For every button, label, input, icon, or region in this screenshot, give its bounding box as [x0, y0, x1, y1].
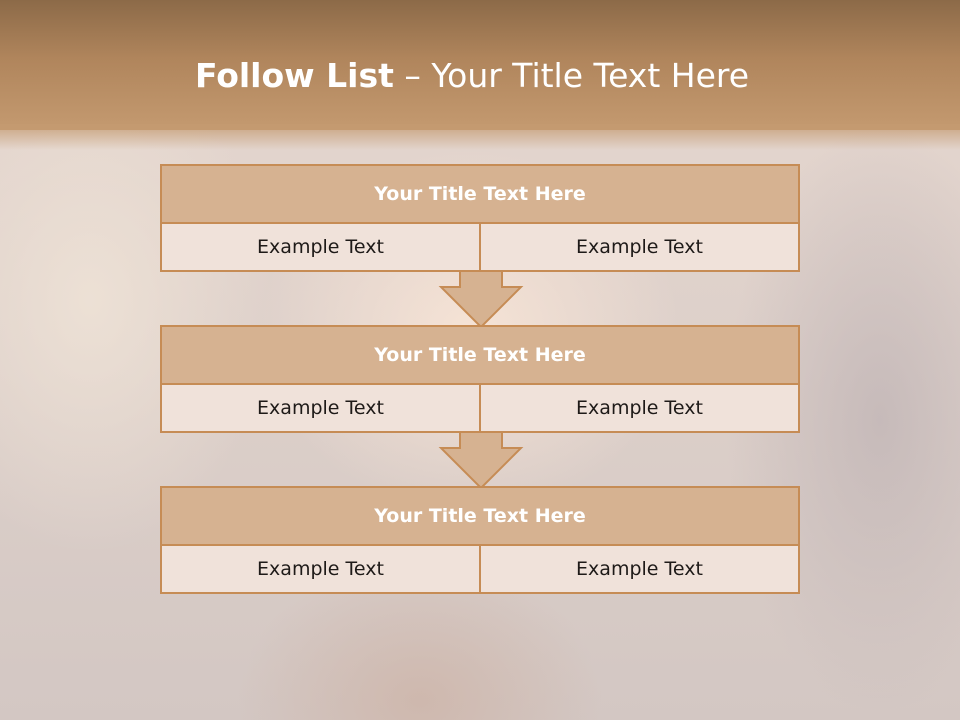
step-title-3: Your Title Text Here	[162, 488, 798, 546]
slide-title-rest: – Your Title Text Here	[393, 56, 750, 95]
step-row-2: Example Text Example Text	[162, 385, 798, 431]
down-arrow-icon-2	[438, 431, 524, 490]
step-1-right-text: Example Text	[479, 224, 798, 270]
step-box-3: Your Title Text Here Example Text Exampl…	[160, 486, 800, 594]
step-2-left-text: Example Text	[162, 385, 479, 431]
step-box-2: Your Title Text Here Example Text Exampl…	[160, 325, 800, 433]
step-title-2: Your Title Text Here	[162, 327, 798, 385]
step-1-left-text: Example Text	[162, 224, 479, 270]
step-title-1: Your Title Text Here	[162, 166, 798, 224]
step-row-1: Example Text Example Text	[162, 224, 798, 270]
step-3-right-text: Example Text	[479, 546, 798, 592]
slide-title: Follow List – Your Title Text Here	[0, 54, 944, 98]
title-banner	[0, 0, 960, 130]
step-3-left-text: Example Text	[162, 546, 479, 592]
step-2-right-text: Example Text	[479, 385, 798, 431]
slide-title-bold: Follow List	[194, 56, 394, 95]
down-arrow-icon-1	[438, 270, 524, 329]
step-box-1: Your Title Text Here Example Text Exampl…	[160, 164, 800, 272]
step-row-3: Example Text Example Text	[162, 546, 798, 592]
title-banner-fade	[0, 124, 960, 150]
